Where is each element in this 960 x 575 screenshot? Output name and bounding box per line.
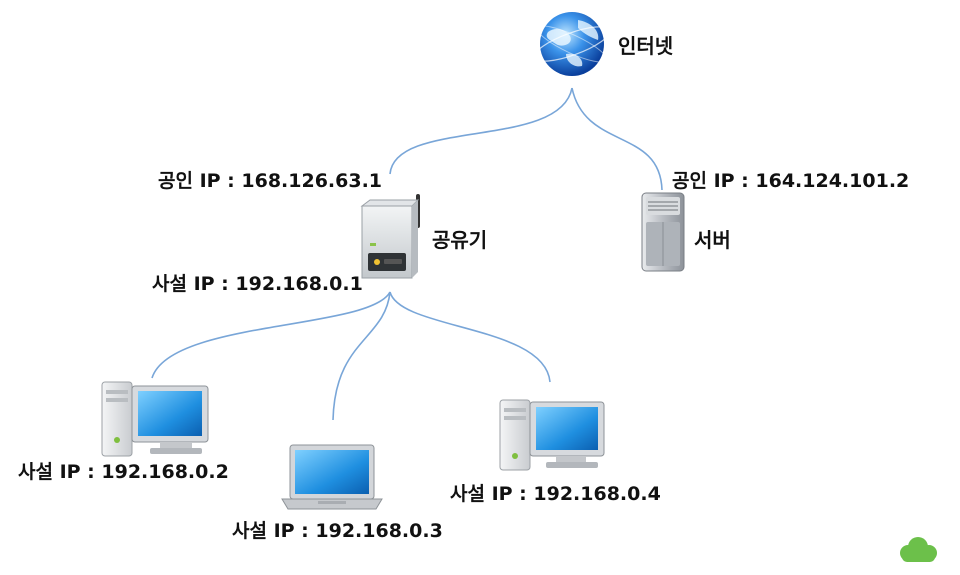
router-private-ip-label: 사설 IP : 192.168.0.1 (152, 273, 363, 295)
server-label: 서버 (694, 228, 731, 252)
desktop-computer-icon (101, 381, 209, 457)
link-internet-router (389, 87, 573, 175)
laptop-icon (281, 444, 383, 510)
link-internet-server (571, 87, 663, 191)
links (151, 87, 663, 421)
server-public-ip-label: 공인 IP : 164.124.101.2 (672, 170, 910, 192)
link-router-laptop (332, 291, 391, 421)
globe-icon (533, 12, 611, 76)
pc2-private-ip-label: 사설 IP : 192.168.0.4 (450, 483, 661, 505)
server-icon (641, 192, 685, 272)
internet-label: 인터넷 (618, 34, 674, 58)
router-public-ip-label: 공인 IP : 168.126.63.1 (158, 170, 383, 192)
router-label: 공유기 (432, 228, 488, 252)
link-router-pc1 (151, 291, 391, 379)
desktop-computer-icon (499, 399, 605, 471)
router-icon (360, 194, 420, 279)
cloud-logo-icon (900, 537, 937, 562)
pc1-private-ip-label: 사설 IP : 192.168.0.2 (18, 461, 229, 483)
link-router-pc2 (389, 291, 551, 383)
laptop-private-ip-label: 사설 IP : 192.168.0.3 (232, 520, 443, 542)
